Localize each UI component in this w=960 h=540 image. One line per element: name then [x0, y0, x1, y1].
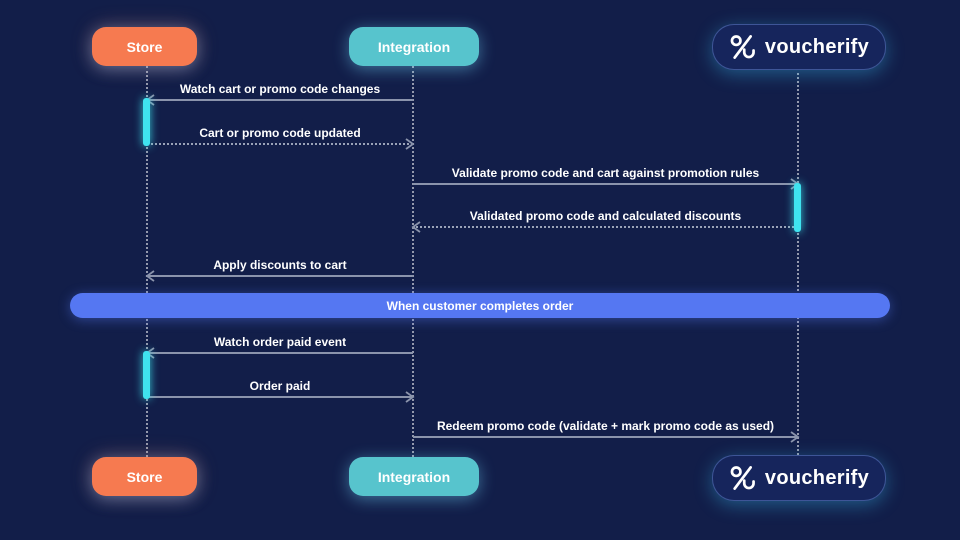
arrowhead-right-icon [790, 431, 800, 443]
actor-integration-label: Integration [377, 468, 451, 485]
message-line [411, 221, 798, 233]
message-cart-updated: Cart or promo code updated [147, 126, 415, 150]
arrowhead-left-icon [411, 221, 421, 233]
activation-bar-store-1 [143, 98, 150, 146]
message-validated: Validated promo code and calculated disc… [411, 209, 798, 233]
message-label: Order paid [249, 379, 311, 393]
message-line [145, 347, 413, 359]
actor-integration-bottom: Integration [349, 457, 479, 496]
message-apply-discounts: Apply discounts to cart [145, 258, 413, 282]
lifeline-store [146, 66, 148, 457]
activation-bar-voucherify [794, 183, 801, 232]
message-label: Apply discounts to cart [213, 258, 347, 272]
message-watch-order-paid: Watch order paid event [145, 335, 413, 359]
actor-integration-label: Integration [377, 38, 451, 55]
message-order-paid: Order paid [147, 379, 415, 403]
message-label: Watch cart or promo code changes [179, 82, 381, 96]
actor-store-label: Store [126, 38, 163, 55]
lifeline-voucherify [797, 68, 799, 455]
actor-voucherify-label: voucherify [764, 35, 870, 58]
actor-voucherify-label: voucherify [764, 466, 870, 489]
actor-integration-top: Integration [349, 27, 479, 66]
message-line [413, 178, 800, 190]
actor-store-label: Store [126, 468, 163, 485]
message-redeem: Redeem promo code (validate + mark promo… [413, 419, 800, 443]
arrowhead-left-icon [145, 270, 155, 282]
message-watch-cart: Watch cart or promo code changes [145, 82, 413, 106]
message-line [147, 391, 415, 403]
condition-banner: When customer completes order [70, 293, 890, 318]
message-label: Validated promo code and calculated disc… [469, 209, 742, 223]
activation-bar-store-2 [143, 351, 150, 399]
voucherify-percent-icon [730, 466, 755, 490]
actor-store-bottom: Store [92, 457, 197, 496]
actor-store-top: Store [92, 27, 197, 66]
message-line [145, 94, 413, 106]
message-line [145, 270, 413, 282]
voucherify-percent-icon [730, 35, 755, 59]
message-label: Watch order paid event [213, 335, 347, 349]
lifeline-integration [412, 66, 414, 457]
message-line [413, 431, 800, 443]
actor-voucherify-top: voucherify [712, 24, 886, 70]
message-line [147, 138, 415, 150]
arrowhead-right-icon [405, 138, 415, 150]
message-label: Validate promo code and cart against pro… [451, 166, 760, 180]
message-label: Cart or promo code updated [199, 126, 361, 140]
message-label: Redeem promo code (validate + mark promo… [436, 419, 775, 433]
message-validate: Validate promo code and cart against pro… [413, 166, 800, 190]
condition-banner-label: When customer completes order [386, 298, 574, 313]
actor-voucherify-bottom: voucherify [712, 455, 886, 501]
arrowhead-right-icon [405, 391, 415, 403]
